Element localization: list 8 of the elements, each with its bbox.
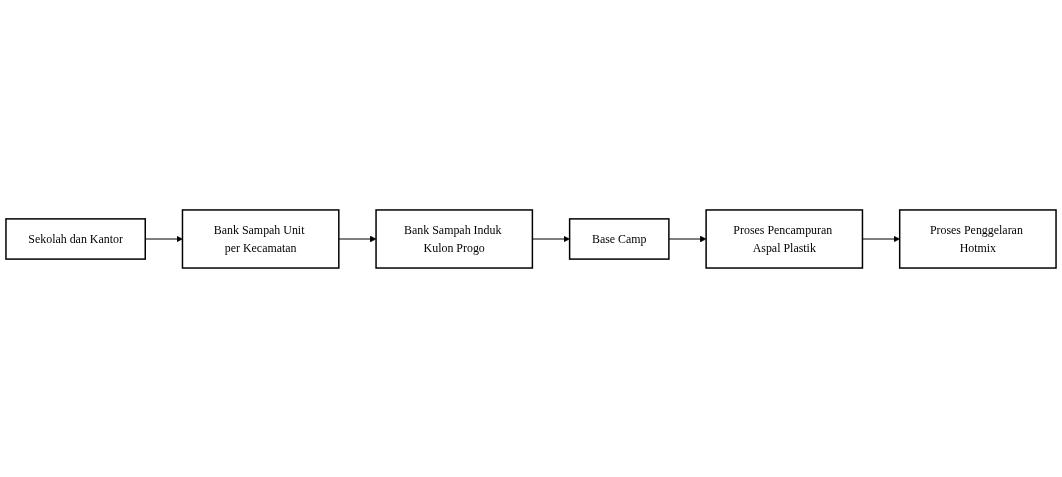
node-box: Sekolah dan Kantor (5, 217, 146, 260)
node-box: Proses Penggelaran Hotmix (898, 208, 1057, 269)
arrow (338, 235, 377, 242)
node-box: Bank Sampah Induk Kulon Progo (375, 208, 534, 269)
node-box: Bank Sampah Unit per Kecamatan (181, 208, 340, 269)
node-box: Proses Pencampuran Aspal Plastik (705, 208, 864, 269)
node-box: Base Camp (568, 217, 670, 260)
arrow (668, 235, 707, 242)
